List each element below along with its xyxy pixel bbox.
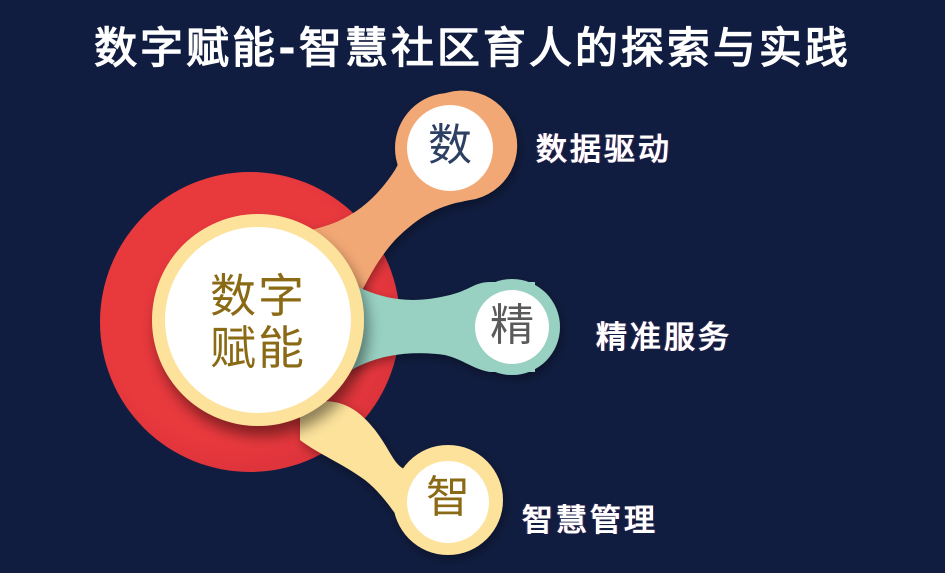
branch-char-zhi: 智 xyxy=(426,472,470,523)
branch-label-precise-service: 精准服务 xyxy=(596,320,732,356)
branch-label-data-driven: 数据驱动 xyxy=(536,132,672,168)
branch-node-zhi xyxy=(407,461,489,543)
page-title: 数字赋能-智慧社区育人的探索与实践 xyxy=(94,24,851,74)
center-node-fill xyxy=(165,227,351,413)
center-label-line1: 数字 xyxy=(210,269,306,323)
center-label-line2: 赋能 xyxy=(210,321,306,375)
branch-char-shu: 数 xyxy=(428,120,472,171)
branch-char-jing: 精 xyxy=(490,300,534,351)
branch-node-shu xyxy=(407,105,493,191)
branch-label-smart-management: 智慧管理 xyxy=(522,503,658,539)
branch-node-jing xyxy=(475,290,549,364)
center-label: 数字 赋能 xyxy=(178,270,338,374)
